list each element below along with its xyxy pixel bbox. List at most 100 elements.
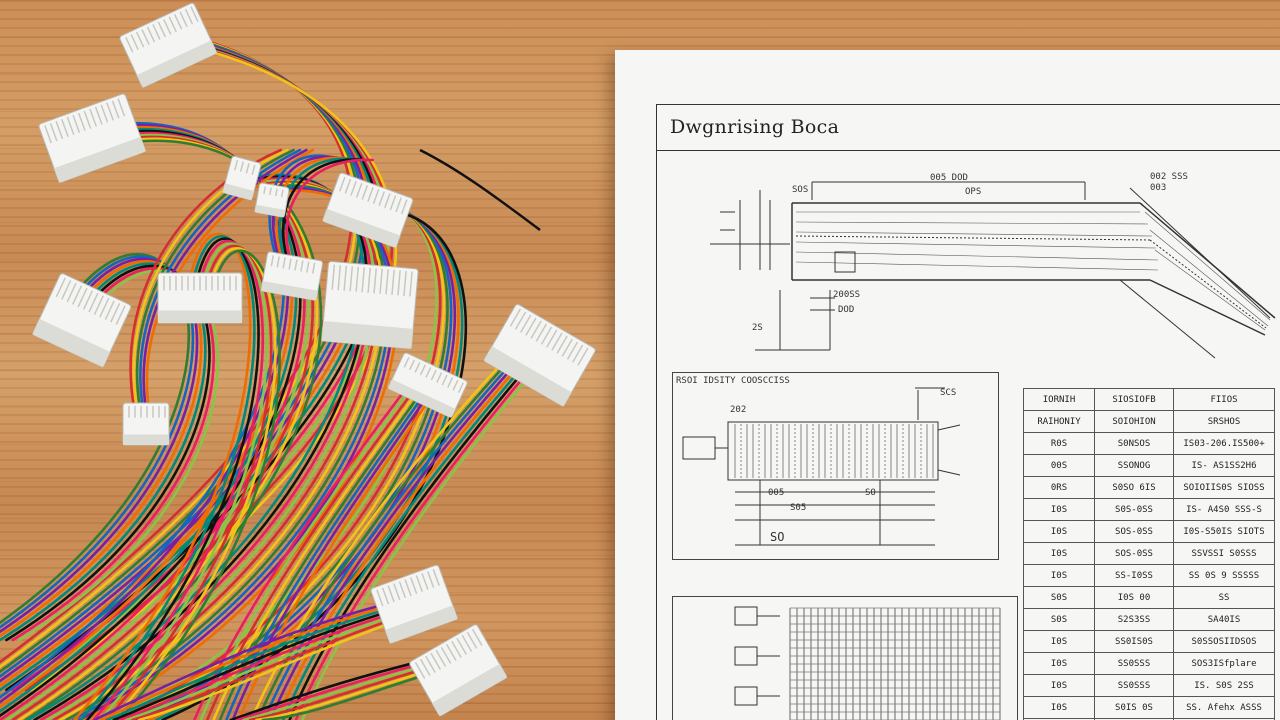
white-connector-icon: [119, 2, 217, 88]
callout-label: 200SS: [833, 290, 861, 300]
white-connector-icon: [370, 564, 458, 644]
table-cell: I0S: [1023, 542, 1095, 565]
table-cell: S2S3SS: [1094, 608, 1174, 631]
table-cell: FIIOS: [1173, 388, 1275, 411]
wire-harness-icon: [0, 2, 596, 720]
table-cell: S0S: [1023, 608, 1095, 631]
table-cell: SOS-0SS: [1094, 542, 1174, 565]
wire: [111, 247, 277, 720]
white-connector-icon: [254, 182, 290, 218]
wire: [118, 603, 422, 720]
connector-grid-box: [672, 596, 1018, 720]
wire: [419, 148, 541, 232]
white-connector-icon: [387, 352, 468, 418]
table-cell: SS. Afehx ASSS: [1173, 696, 1275, 719]
wire: [125, 605, 425, 720]
wire: [139, 148, 302, 422]
dim-label: SCS: [940, 388, 957, 398]
wire: [79, 235, 256, 720]
table-cell: I0S: [1023, 498, 1095, 521]
table-cell: SS: [1173, 586, 1275, 609]
dim-label: 202: [730, 405, 747, 415]
white-connector-icon: [409, 624, 508, 717]
table-cell: SS0SSS: [1094, 674, 1174, 697]
wire: [145, 148, 315, 425]
table-cell: IORNIH: [1023, 388, 1095, 411]
wire: [231, 381, 438, 720]
dim-label: 003: [1150, 183, 1167, 193]
table-cell: S0S: [1023, 586, 1095, 609]
section-title: RSOI IDSITY COOSCCISS: [676, 376, 790, 386]
white-connector-icon: [260, 251, 324, 301]
white-connector-icon: [321, 260, 419, 350]
wire: [73, 232, 252, 720]
table-cell: 00S: [1023, 454, 1095, 477]
table-cell: SOIOHION: [1094, 410, 1174, 433]
table-cell: S0IS 0S: [1094, 696, 1174, 719]
table-cell: SSONOG: [1094, 454, 1174, 477]
table-cell: SS0SSS: [1094, 652, 1174, 675]
wire: [131, 606, 428, 720]
table-cell: IS- A4S0 SSS-S: [1173, 498, 1275, 521]
table-cell: SA40IS: [1173, 608, 1275, 631]
wire: [112, 602, 419, 720]
table-cell: I0S: [1023, 696, 1095, 719]
wire: [105, 244, 273, 720]
table-cell: SOIOIIS0S SIOSS: [1173, 476, 1275, 499]
white-connector-icon: [122, 402, 170, 446]
wire: [301, 354, 548, 720]
wire: [85, 237, 260, 720]
wire: [275, 156, 355, 275]
dim-label: SO: [865, 488, 876, 498]
wire: [0, 260, 203, 638]
table-cell: SSVSSI S0SSS: [1173, 542, 1275, 565]
wire: [237, 383, 441, 720]
table-cell: IS. S0S 2SS: [1173, 674, 1275, 697]
table-cell: IS03-206.IS500+: [1173, 432, 1275, 455]
wire: [193, 372, 419, 720]
dim-label: 005 DOD: [930, 173, 968, 183]
table-cell: SRSHOS: [1173, 410, 1275, 433]
wire: [17, 269, 220, 642]
table-cell: SIOSIOFB: [1094, 388, 1174, 411]
dim-label: SOS: [792, 185, 809, 195]
table-cell: I0S: [1023, 520, 1095, 543]
wire: [11, 267, 215, 642]
wire: [275, 347, 535, 720]
wire: [99, 598, 412, 720]
table-cell: I0S 00: [1094, 586, 1174, 609]
drawing-border: [656, 104, 1280, 720]
white-connector-icon: [32, 273, 132, 368]
callout-label: DOD: [838, 305, 855, 315]
table-cell: S0SSOSIIDSOS: [1173, 630, 1275, 653]
dim-label: SO: [770, 530, 785, 544]
wire: [0, 253, 191, 625]
table-cell: S0NSOS: [1094, 432, 1174, 455]
table-cell: R0S: [1023, 432, 1095, 455]
wire: [117, 249, 281, 720]
table-cell: I0S: [1023, 564, 1095, 587]
section-detail-box: [672, 372, 999, 560]
wire: [288, 351, 542, 720]
wire: [98, 242, 269, 720]
dim-label: 002 SSS: [1150, 172, 1188, 182]
table-cell: 0RS: [1023, 476, 1095, 499]
dim-label: OPS: [965, 187, 982, 197]
wire: [281, 349, 538, 720]
table-cell: S0SO 6IS: [1094, 476, 1174, 499]
table-cell: SOS3ISfplare: [1173, 652, 1275, 675]
table-cell: SS0IS0S: [1094, 630, 1174, 653]
